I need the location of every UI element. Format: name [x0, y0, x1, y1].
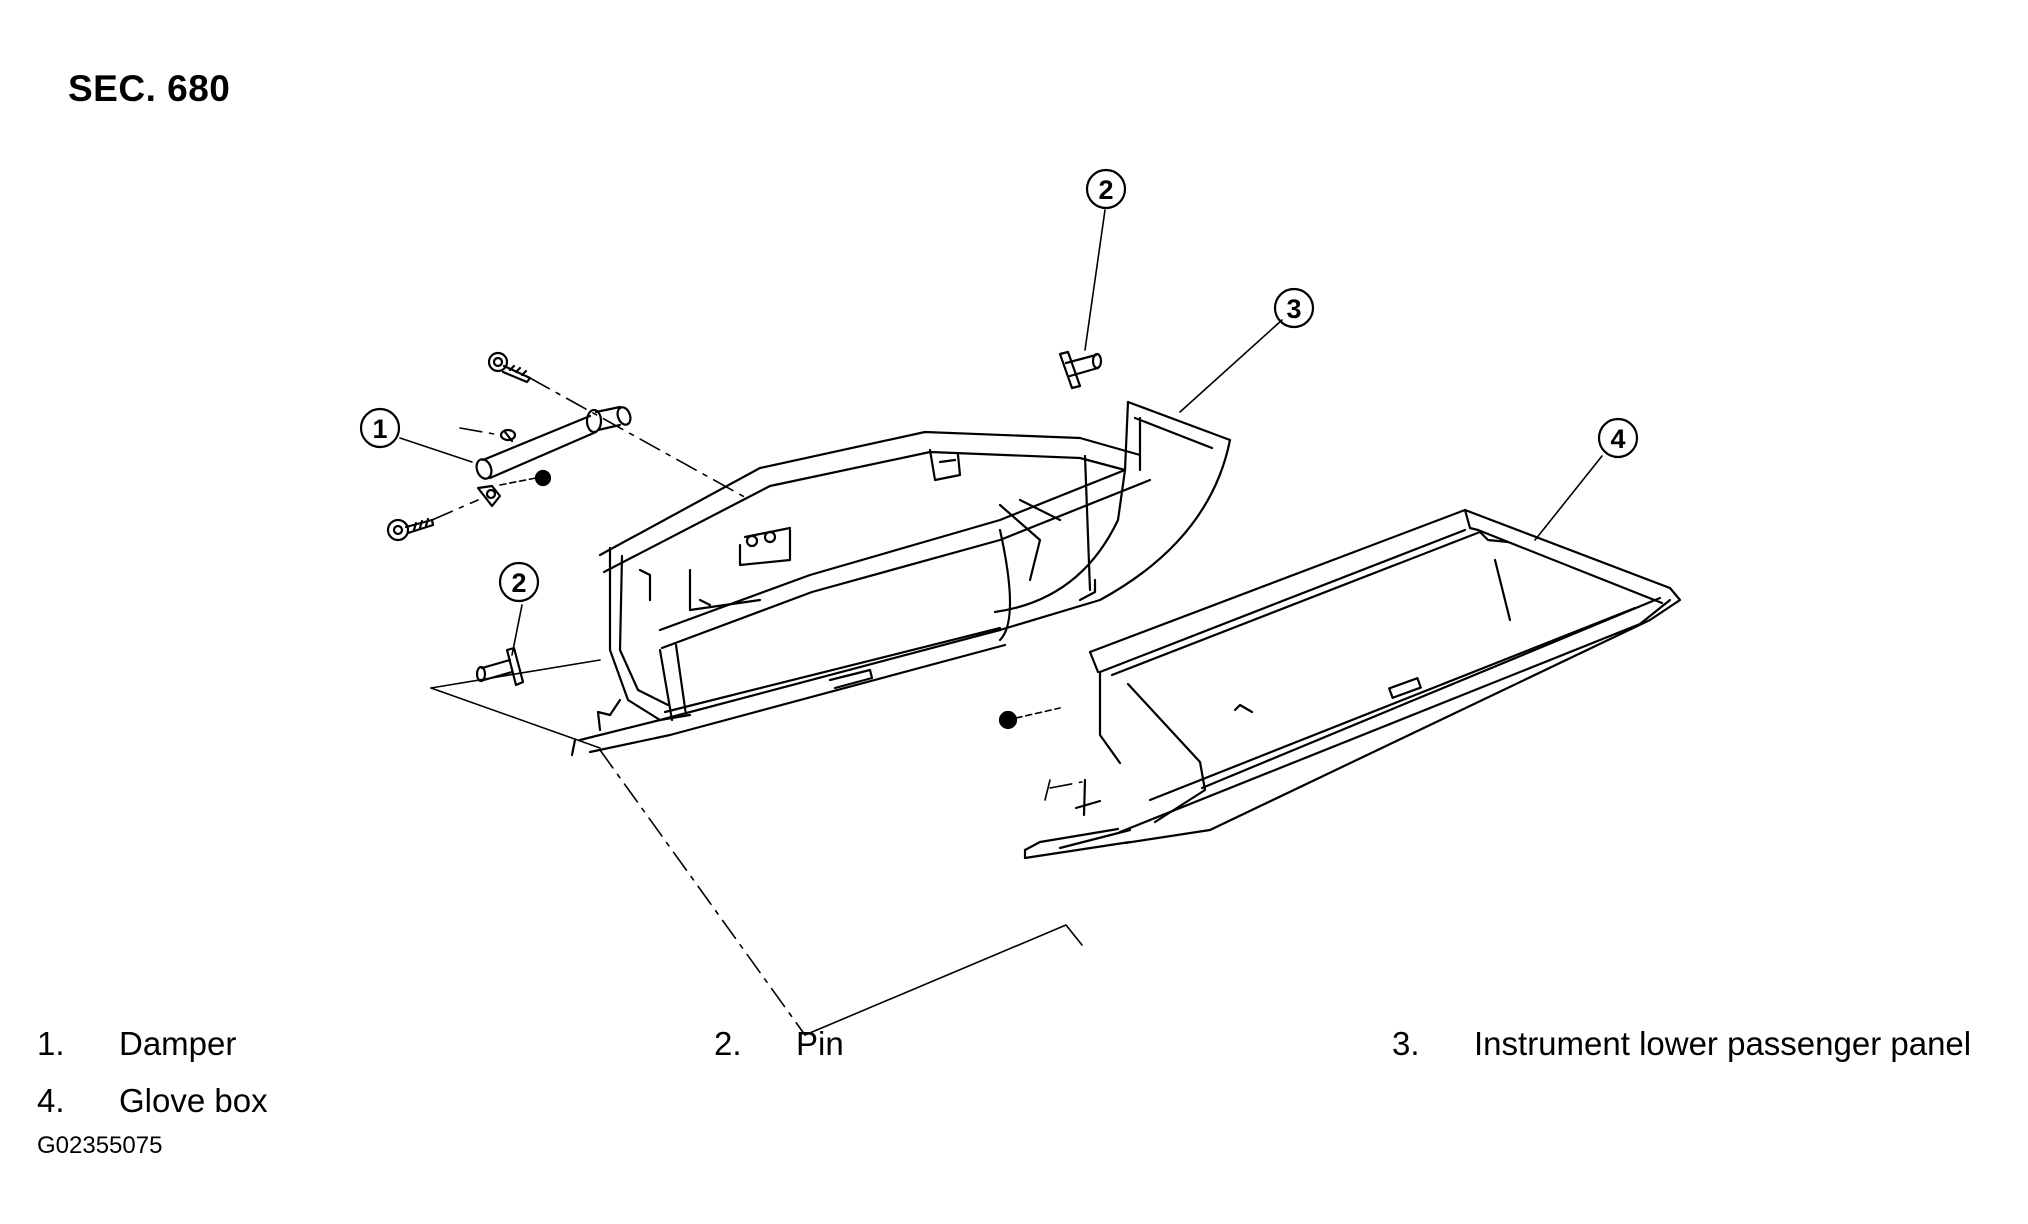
pin-left [475, 646, 525, 687]
callout-2-top [1085, 168, 1127, 210]
screw-lower [386, 517, 435, 542]
legend-label: Instrument lower passenger panel [1474, 1025, 1972, 1062]
callout-4 [1597, 417, 1639, 459]
legend-label: Damper [119, 1025, 237, 1062]
section-title: SEC. 680 [68, 68, 231, 109]
legend-number: 4. [37, 1082, 65, 1119]
legend-number: 1. [37, 1025, 65, 1062]
legend-number: 3. [1392, 1025, 1420, 1062]
callout-3 [1273, 287, 1315, 329]
assembly-guide-lines [431, 377, 1083, 1036]
legend-number: 2. [714, 1025, 742, 1062]
callout-2-top-number: 2 [1098, 175, 1113, 205]
glove-box [1023, 508, 1682, 860]
callout-leaders [399, 209, 1603, 656]
callout-1 [359, 407, 401, 449]
callout-2-left [498, 561, 540, 603]
pin-top [1058, 350, 1103, 390]
dot-marker-glove-box [998, 710, 1018, 730]
dot-marker-damper [534, 469, 552, 487]
instrument-lower-passenger-panel [570, 400, 1232, 757]
callout-3-number: 3 [1286, 294, 1301, 324]
legend-label: Pin [796, 1025, 844, 1062]
legend-label: Glove box [119, 1082, 268, 1119]
damper [475, 405, 632, 508]
callout-2-left-number: 2 [511, 568, 526, 598]
figure-code: G02355075 [37, 1132, 163, 1159]
screw-upper [487, 351, 532, 384]
callout-1-number: 1 [372, 414, 387, 444]
callout-4-number: 4 [1610, 424, 1625, 454]
